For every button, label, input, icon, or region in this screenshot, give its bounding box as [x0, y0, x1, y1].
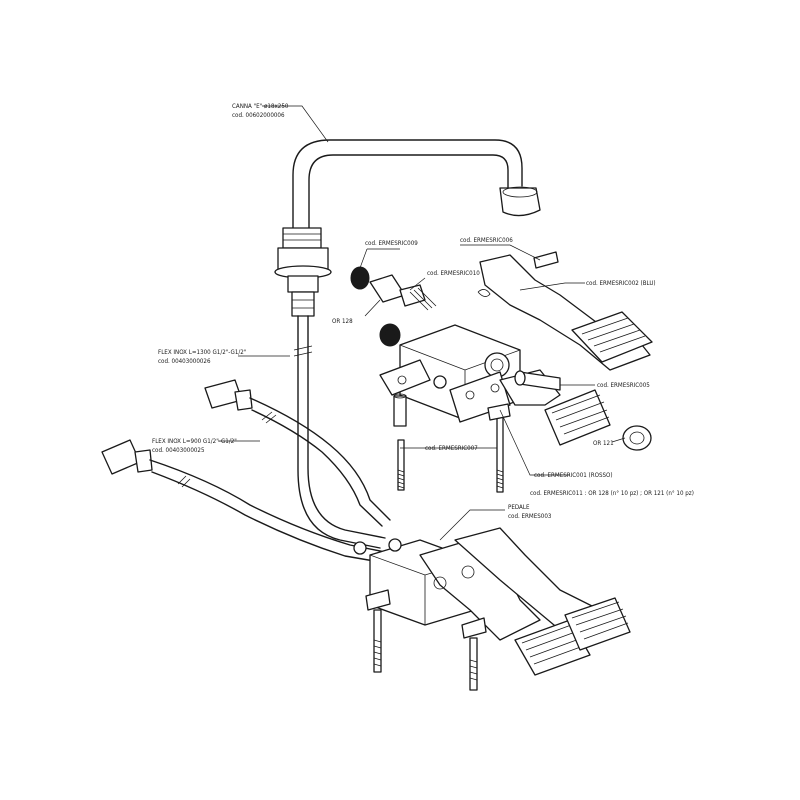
spout-mount-nut: [274, 227, 332, 317]
upper-valve-body: [379, 324, 521, 423]
label-ermesric001: cod. ERMESRIC001 (ROSSO): [534, 472, 613, 479]
cartridge-parts: [350, 266, 437, 347]
label-ermesric010: cod. ERMESRIC010: [427, 270, 480, 277]
flex-hose-lower: [101, 439, 386, 563]
label-canna-title: CANNA "E" ø18x250: [232, 103, 289, 110]
spout-canna: [292, 139, 541, 229]
label-ermesric002: cod. ERMESRIC002 (BLU): [586, 280, 656, 287]
label-ermesric009: cod. ERMESRIC009: [365, 240, 418, 247]
label-ermesric011: cod. ERMESRIC011 : OR 128 (n° 10 pz) ; O…: [530, 489, 694, 497]
label-flex900-code: cod. 00403000025: [152, 447, 205, 454]
nut-or121: [622, 425, 652, 451]
pedal-blue: [479, 254, 653, 371]
pedal-pads-assembled: [514, 597, 631, 676]
flex-hose-1300: [293, 315, 386, 549]
label-pedale-code: cod. ERMES003: [508, 513, 552, 520]
label-pedale-title: PEDALE: [508, 504, 530, 511]
label-or121: OR 121: [593, 440, 614, 447]
label-ermesric006: cod. ERMESRIC006: [460, 237, 513, 244]
pin-ermesric006: [477, 251, 559, 297]
assembled-pedal-valve: [353, 527, 601, 641]
spacer-tube: [393, 393, 407, 427]
label-flex900-title: FLEX INOX L=900 G1/2"-G1/2": [152, 438, 237, 445]
leader-lines: [218, 105, 626, 541]
screw-ermesric007-right: [487, 403, 511, 493]
label-or128: OR 128: [332, 318, 353, 325]
spindle-ermesric005: [514, 370, 561, 391]
label-flex1300-title: FLEX INOX L=1300 G1/2"-G1/2": [158, 349, 247, 356]
screw-ermesric007-left: [397, 439, 405, 491]
flex-hose-upper: [204, 379, 391, 527]
label-canna-code: cod. 00602000006: [232, 112, 285, 119]
label-ermesric005: cod. ERMESRIC005: [597, 382, 650, 389]
label-flex1300-code: cod. 00403000026: [158, 358, 211, 365]
label-ermesric007: cod. ERMESRIC007: [425, 445, 478, 452]
mounting-screw-left: [365, 589, 391, 673]
mounting-screw-right: [461, 617, 487, 691]
labels: CANNA "E" ø18x250 cod. 00602000006 cod. …: [152, 103, 694, 520]
